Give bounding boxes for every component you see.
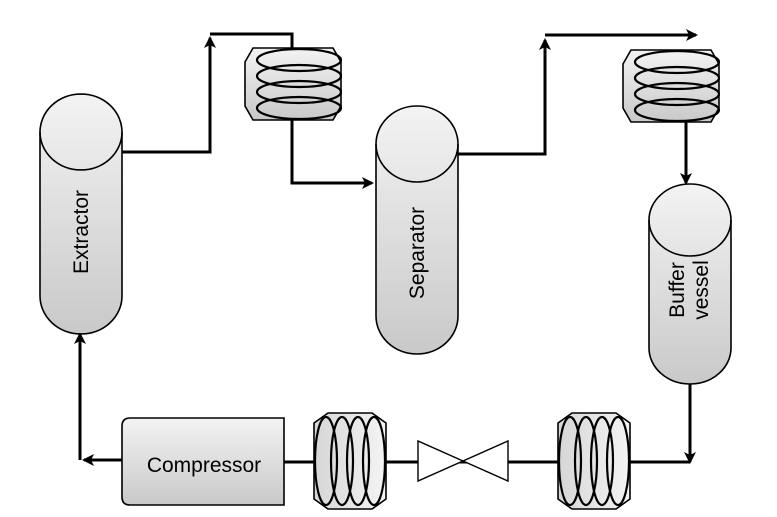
compressor-label: Compressor xyxy=(147,454,261,477)
pipe-separator-to-hx2 xyxy=(458,38,551,156)
compressor-unit: Compressor xyxy=(121,417,285,506)
pipe-hx1-to-separator xyxy=(290,120,374,189)
extractor-label: Extractor xyxy=(70,190,93,274)
separator-vessel: Separator xyxy=(375,105,459,355)
buffer-label-line2: vessel xyxy=(690,260,713,320)
separator-label: Separator xyxy=(406,207,429,299)
heat-exchanger-top-1 xyxy=(244,47,343,121)
buffer-vessel: Buffer vessel xyxy=(648,183,732,385)
pipe-extractor-to-hx1 xyxy=(122,36,216,154)
expansion-valve xyxy=(417,439,509,483)
heat-exchanger-top-2 xyxy=(622,49,721,123)
heat-exchanger-bottom-2 xyxy=(557,412,631,510)
extractor-vessel: Extractor xyxy=(39,93,123,335)
pipe-hx1-inlet xyxy=(210,32,294,48)
buffer-label-line1: Buffer xyxy=(666,262,689,318)
heat-exchanger-bottom-1 xyxy=(313,412,387,510)
